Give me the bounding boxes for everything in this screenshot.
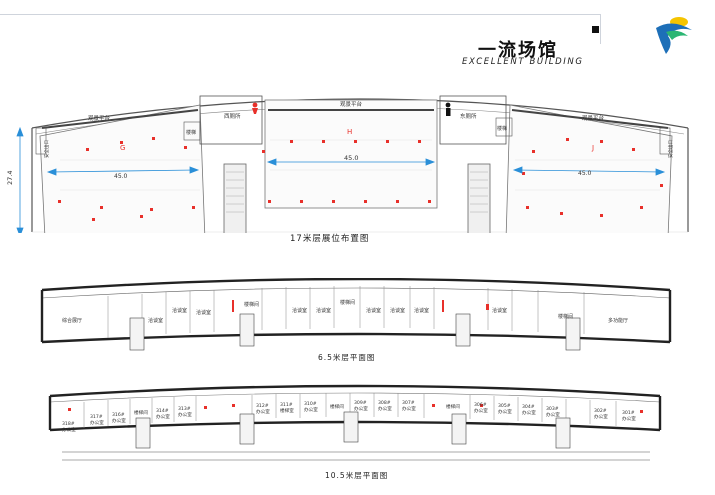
room-105-0-no: 318# [62,421,75,427]
room-105-12-name: 办公室 [402,405,416,412]
dim-right-label: 45.0 [578,170,592,177]
plan-10-5m-caption: 10.5米层平面图 [325,471,389,480]
room-105-10-name: 办公室 [354,405,368,412]
room-105-17-name: 办公室 [546,411,560,418]
room-105-14-name: 办公室 [474,407,488,414]
room-105-11-no: 308# [378,400,391,406]
room-105-9-name: 楼梯间 [330,403,344,410]
room-105-5-name: 办公室 [178,411,192,418]
room-105-2-no: 316# [112,412,125,418]
plan-17m-drawing: 27.4 G H J 45.0 45.0 45.0 观景平台 观景平台 观景平台… [6,95,689,233]
room-105-8-name: 办公室 [304,406,318,413]
room-105-15-no: 305# [498,403,511,409]
plan-10-5m-drawing: 318# 办公室 317# 办公室 316# 办公室 楼梯间 314# 办公室 … [48,384,662,461]
dim-height-label: 27.4 [6,171,14,185]
header-rule-vertical [600,14,601,44]
hall-g-label: G [120,144,125,152]
room-105-19-name: 办公室 [622,415,636,422]
plan-17m-caption: 17米层展位布置图 [290,234,370,244]
room-105-8-no: 310# [304,401,317,407]
hall-j-label: J [591,144,594,152]
room-105-7-name: 楼梯室 [280,407,294,414]
restroom-east-label: 东厕所 [460,112,477,120]
room-105-13-name: 楼梯间 [446,403,460,410]
hall-h-label: H [347,128,352,136]
room-65-1: 洽谈室 [148,317,163,324]
room-65-4: 楼梯间 [244,301,259,308]
room-105-18-name: 办公室 [594,413,608,420]
page-subtitle: EXCELLENT BUILDING [462,57,584,67]
room-65-5: 洽谈室 [292,307,307,314]
plan-6-5m-caption: 6.5米层平面图 [318,353,376,362]
room-105-6-name: 办公室 [256,408,270,415]
room-105-4-no: 314# [156,408,169,414]
room-65-13: 多功能厅 [608,317,628,324]
terrace-left-label: 观景平台 [88,114,111,122]
page-title: 一流场馆 [478,40,558,61]
header-rule [0,14,600,15]
room-105-2-name: 办公室 [112,417,126,424]
room-105-18-no: 302# [594,408,607,414]
room-65-8: 洽谈室 [366,307,381,314]
stair-left-label: 楼梯 [186,129,196,136]
restroom-female-icon [252,102,258,114]
room-105-12-no: 307# [402,400,415,406]
restroom-male-icon [445,102,451,116]
dim-left-label: 45.0 [114,173,128,180]
plan-6-5m-drawing: 综合展厅 洽谈室 洽谈室 洽谈室 楼梯间 洽谈室 洽谈室 楼梯间 洽谈室 洽谈室… [40,278,672,351]
room-65-0: 综合展厅 [62,317,82,324]
terrace-right-label: 观景平台 [582,114,605,122]
room-65-9: 洽谈室 [390,307,405,314]
room-65-11: 洽谈室 [492,307,507,314]
room-105-3-name: 楼梯间 [134,409,148,416]
room-65-10: 洽谈室 [414,307,429,314]
stair-right-label: 楼梯 [497,125,507,132]
room-105-1-name: 办公室 [90,419,104,426]
dim-mid-label: 45.0 [344,154,358,162]
room-105-1-no: 317# [90,414,103,420]
room-105-0-name: 办公室 [62,426,76,433]
room-105-19-no: 301# [622,410,635,416]
room-105-16-name: 办公室 [522,409,536,416]
room-65-2: 洽谈室 [172,307,187,314]
room-105-7-no: 311# [280,402,293,408]
room-105-4-name: 办公室 [156,413,170,420]
room-65-3: 洽谈室 [196,309,211,316]
room-65-6: 洽谈室 [316,307,331,314]
room-105-15-name: 办公室 [498,408,512,415]
room-105-14-no: 306# [474,402,487,408]
terrace-mid-label: 观景平台 [340,100,363,108]
room-105-10-no: 309# [354,400,367,406]
exit-left-label: 安全出口 [43,140,50,158]
room-105-6-no: 312# [256,403,269,409]
title-square-mark [592,26,599,33]
exit-right-label: 安全出口 [667,140,674,158]
room-105-11-name: 办公室 [378,405,392,412]
room-105-17-no: 303# [546,406,559,412]
room-65-7: 楼梯间 [340,299,355,306]
room-105-5-no: 313# [178,406,191,412]
room-65-12: 楼梯间 [558,313,573,320]
restroom-west-label: 西厕所 [224,112,241,120]
room-105-16-no: 304# [522,404,535,410]
brand-logo-icon [656,17,692,54]
